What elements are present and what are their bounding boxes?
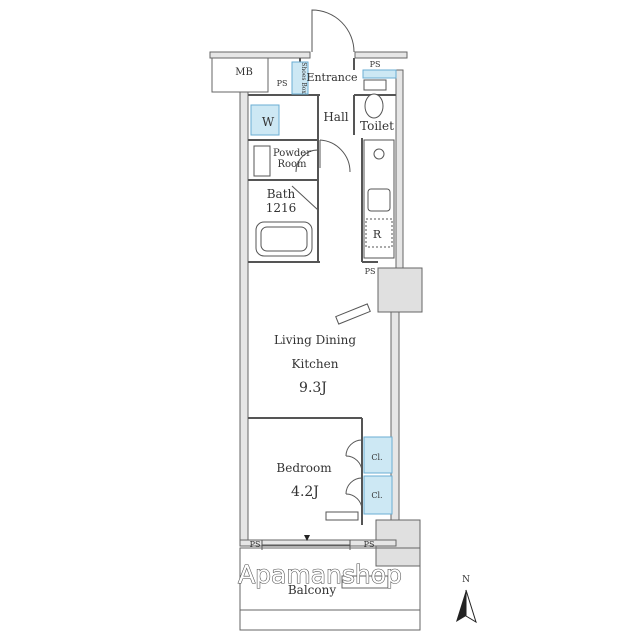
powder-room-label-1: Powder bbox=[273, 148, 311, 159]
bedroom-aircon bbox=[325, 511, 359, 521]
ps-label: PS bbox=[277, 79, 288, 88]
fixtures bbox=[250, 61, 397, 541]
shoe-box-label: Shoes Box bbox=[300, 62, 307, 94]
doors bbox=[261, 9, 363, 550]
hall-label: Hall bbox=[323, 110, 348, 124]
bath-label-1: Bath bbox=[267, 187, 296, 201]
walls bbox=[209, 51, 423, 567]
compass: N bbox=[456, 575, 477, 624]
kitchen-counter bbox=[363, 139, 395, 259]
watermark: Apamanshop bbox=[238, 560, 402, 589]
sink bbox=[367, 188, 391, 212]
mb-label: MB bbox=[235, 67, 253, 78]
entrance-label: Entrance bbox=[306, 71, 357, 84]
north-arrow-icon bbox=[456, 590, 466, 622]
fridge-label: R bbox=[373, 228, 382, 241]
ldk-size: 9.3J bbox=[299, 380, 327, 396]
powder-room-label-2: Room bbox=[277, 159, 307, 170]
shoe-box bbox=[291, 61, 309, 95]
bedroom-label: Bedroom bbox=[276, 461, 332, 475]
bedroom-size: 4.2J bbox=[291, 484, 319, 500]
ps-label: PS bbox=[370, 60, 381, 69]
vanity-basin bbox=[253, 145, 271, 177]
fridge-space bbox=[365, 218, 393, 248]
toilet-label: Toilet bbox=[360, 119, 394, 133]
closet-2-label: Cl. bbox=[371, 491, 382, 500]
partitions bbox=[248, 58, 396, 525]
washer-pan bbox=[250, 104, 280, 136]
balcony-outline bbox=[239, 547, 421, 631]
ldk-label-2: Kitchen bbox=[292, 357, 339, 371]
ps-label: PS bbox=[365, 267, 376, 276]
aircon bbox=[335, 303, 371, 325]
ps-label: PS bbox=[250, 540, 261, 549]
closet-1 bbox=[363, 436, 393, 474]
compass-north-label: N bbox=[462, 575, 470, 585]
ps-label: PS bbox=[364, 540, 375, 549]
washer-label: W bbox=[262, 115, 275, 129]
balcony-label: Balcony bbox=[288, 583, 336, 597]
toilet-bowl bbox=[364, 93, 384, 119]
closet-2 bbox=[363, 475, 393, 515]
closet-1-label: Cl. bbox=[371, 453, 382, 462]
bath-label-2: 1216 bbox=[266, 201, 297, 215]
ldk-label-1: Living Dining bbox=[274, 333, 356, 347]
